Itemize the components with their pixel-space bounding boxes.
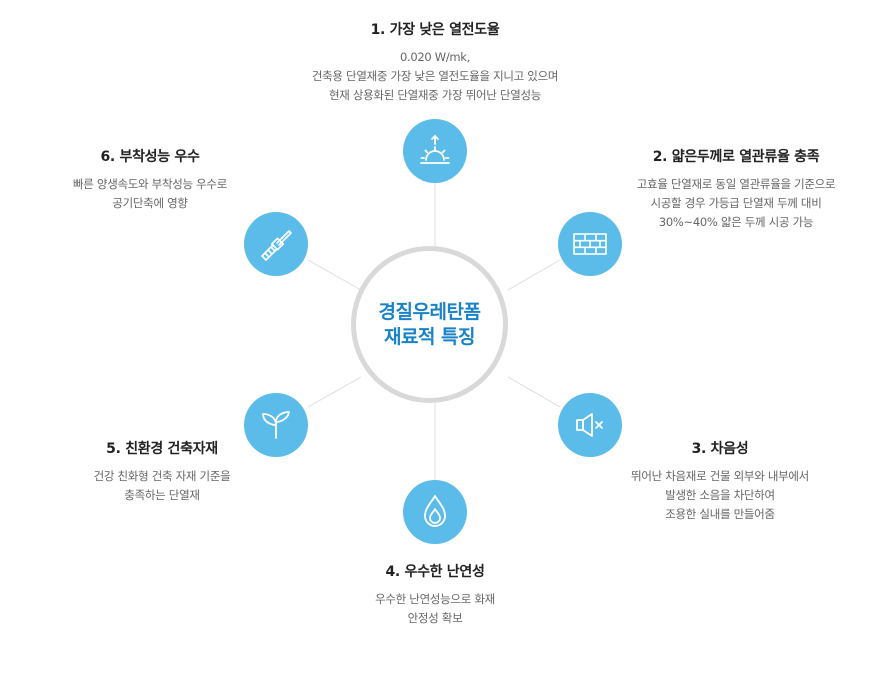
feature-1-title: 1. 가장 낮은 열전도율 bbox=[370, 22, 500, 38]
feature-6-desc-line: 공기단축에 영향 bbox=[112, 196, 188, 210]
feature-5: 5. 친환경 건축자재 건강 친화형 건축 자재 기준을 충족하는 단열재 bbox=[12, 439, 312, 505]
feature-1-desc: 0.020 W/mk, 건축용 단열재중 가장 낮은 열전도율을 지니고 있으며… bbox=[285, 48, 585, 105]
node-fire-resistance bbox=[403, 480, 467, 544]
center-title-line-2: 재료적 특징 bbox=[383, 325, 476, 348]
connector-3 bbox=[507, 376, 561, 408]
sprout-icon bbox=[262, 411, 290, 439]
feature-4-desc-line: 안정성 확보 bbox=[407, 611, 463, 625]
flame-drop-icon bbox=[424, 495, 446, 527]
feature-2-title: 2. 얇은두께로 열관류율 충족 bbox=[652, 149, 820, 165]
feature-1-desc-line: 현재 상용화된 단열재중 가장 뛰어난 단열성능 bbox=[328, 88, 542, 102]
feature-4-desc: 우수한 난연성능으로 화재 안정성 확보 bbox=[285, 590, 585, 628]
feature-5-desc-line: 충족하는 단열재 bbox=[124, 488, 200, 502]
feature-1-desc-line: 0.020 W/mk, bbox=[399, 50, 471, 64]
connector-2 bbox=[507, 259, 561, 291]
feature-5-title: 5. 친환경 건축자재 bbox=[106, 441, 218, 457]
paint-brush-icon bbox=[261, 230, 292, 261]
node-sound-insulation bbox=[558, 393, 622, 457]
feature-3-desc-line: 조용한 실내를 만들어줌 bbox=[665, 507, 775, 521]
node-low-conductivity bbox=[403, 119, 467, 183]
sun-rise-icon bbox=[420, 134, 450, 164]
brick-wall-icon bbox=[573, 233, 607, 255]
feature-2-desc-line: 30%~40% 얇은 두께 시공 가능 bbox=[658, 215, 814, 229]
feature-4: 4. 우수한 난연성 우수한 난연성능으로 화재 안정성 확보 bbox=[285, 562, 585, 628]
center-title-line-1: 경질우레탄폼 bbox=[378, 300, 481, 323]
feature-3: 3. 차음성 뛰어난 차음재로 건물 외부와 내부에서 발생한 소음을 차단하여… bbox=[570, 439, 870, 524]
feature-6-desc-line: 빠른 양생속도와 부착성능 우수로 bbox=[73, 177, 227, 191]
center-circle: 경질우레탄폼 재료적 특징 bbox=[351, 246, 508, 403]
feature-1-desc-line: 건축용 단열재중 가장 낮은 열전도율을 지니고 있으며 bbox=[311, 69, 559, 83]
feature-3-desc-line: 발생한 소음을 차단하여 bbox=[665, 488, 775, 502]
feature-3-title: 3. 차음성 bbox=[691, 441, 749, 457]
feature-2-desc: 고효율 단열재로 동일 열관류율을 기준으로 시공할 경우 가등급 단열재 두께… bbox=[586, 175, 870, 232]
node-thin-thickness bbox=[558, 212, 622, 276]
feature-6: 6. 부착성능 우수 빠른 양생속도와 부착성능 우수로 공기단축에 영향 bbox=[0, 147, 300, 213]
feature-4-desc-line: 우수한 난연성능으로 화재 bbox=[375, 592, 495, 606]
connector-5 bbox=[307, 376, 362, 408]
node-adhesion bbox=[244, 212, 308, 276]
speaker-mute-icon bbox=[576, 413, 603, 437]
feature-6-title: 6. 부착성능 우수 bbox=[100, 149, 200, 165]
feature-4-title: 4. 우수한 난연성 bbox=[385, 564, 485, 580]
feature-5-desc: 건강 친화형 건축 자재 기준을 충족하는 단열재 bbox=[12, 467, 312, 505]
feature-5-desc-line: 건강 친화형 건축 자재 기준을 bbox=[93, 469, 231, 483]
feature-2-desc-line: 고효율 단열재로 동일 열관류율을 기준으로 bbox=[636, 177, 836, 191]
feature-2-desc-line: 시공할 경우 가등급 단열재 두께 대비 bbox=[650, 196, 822, 210]
feature-6-desc: 빠른 양생속도와 부착성능 우수로 공기단축에 영향 bbox=[0, 175, 300, 213]
feature-2: 2. 얇은두께로 열관류율 충족 고효율 단열재로 동일 열관류율을 기준으로 … bbox=[586, 147, 870, 232]
node-eco-friendly bbox=[244, 393, 308, 457]
feature-3-desc-line: 뛰어난 차음재로 건물 외부와 내부에서 bbox=[631, 469, 809, 483]
feature-3-desc: 뛰어난 차음재로 건물 외부와 내부에서 발생한 소음을 차단하여 조용한 실내… bbox=[570, 467, 870, 524]
connector-6 bbox=[307, 259, 362, 291]
feature-1: 1. 가장 낮은 열전도율 0.020 W/mk, 건축용 단열재중 가장 낮은… bbox=[285, 20, 585, 105]
